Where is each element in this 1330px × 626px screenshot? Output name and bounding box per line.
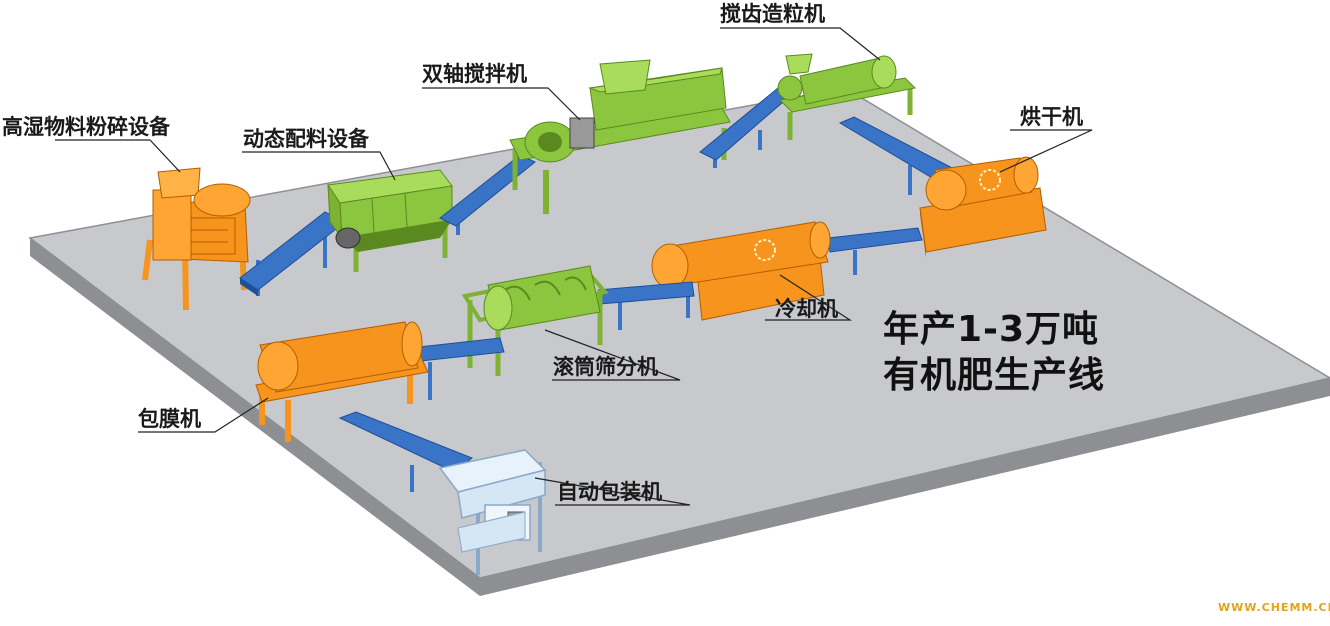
label-coater: 包膜机 [138, 407, 201, 431]
conveyor-to-packer [338, 411, 473, 492]
label-dryer: 烘干机 [1020, 105, 1083, 129]
batching-machine [327, 169, 453, 272]
label-mixer: 双轴搅拌机 [422, 62, 527, 86]
label-batching: 动态配料设备 [243, 127, 369, 151]
conveyor-batching-mixer [439, 154, 536, 235]
crusher-machine [142, 167, 251, 311]
coater-machine [255, 321, 429, 442]
label-cooler: 冷却机 [775, 297, 838, 321]
dryer-machine [919, 156, 1047, 258]
label-screener: 滚筒筛分机 [553, 355, 658, 379]
watermark: WWW.CHEMM.CN [1218, 601, 1330, 614]
title-line-1: 年产1-3万吨 [883, 309, 1100, 350]
packer-machine [438, 449, 547, 575]
label-crusher: 高湿物料粉碎设备 [2, 115, 170, 139]
cooler-machine [651, 221, 831, 321]
granulator-machine [777, 53, 917, 140]
mixer-machine [509, 59, 731, 214]
title-line-2: 有机肥生产线 [883, 355, 1106, 396]
label-packer: 自动包装机 [557, 480, 662, 504]
leader-lines [55, 27, 1093, 506]
label-granulator: 搅齿造粒机 [720, 2, 825, 26]
